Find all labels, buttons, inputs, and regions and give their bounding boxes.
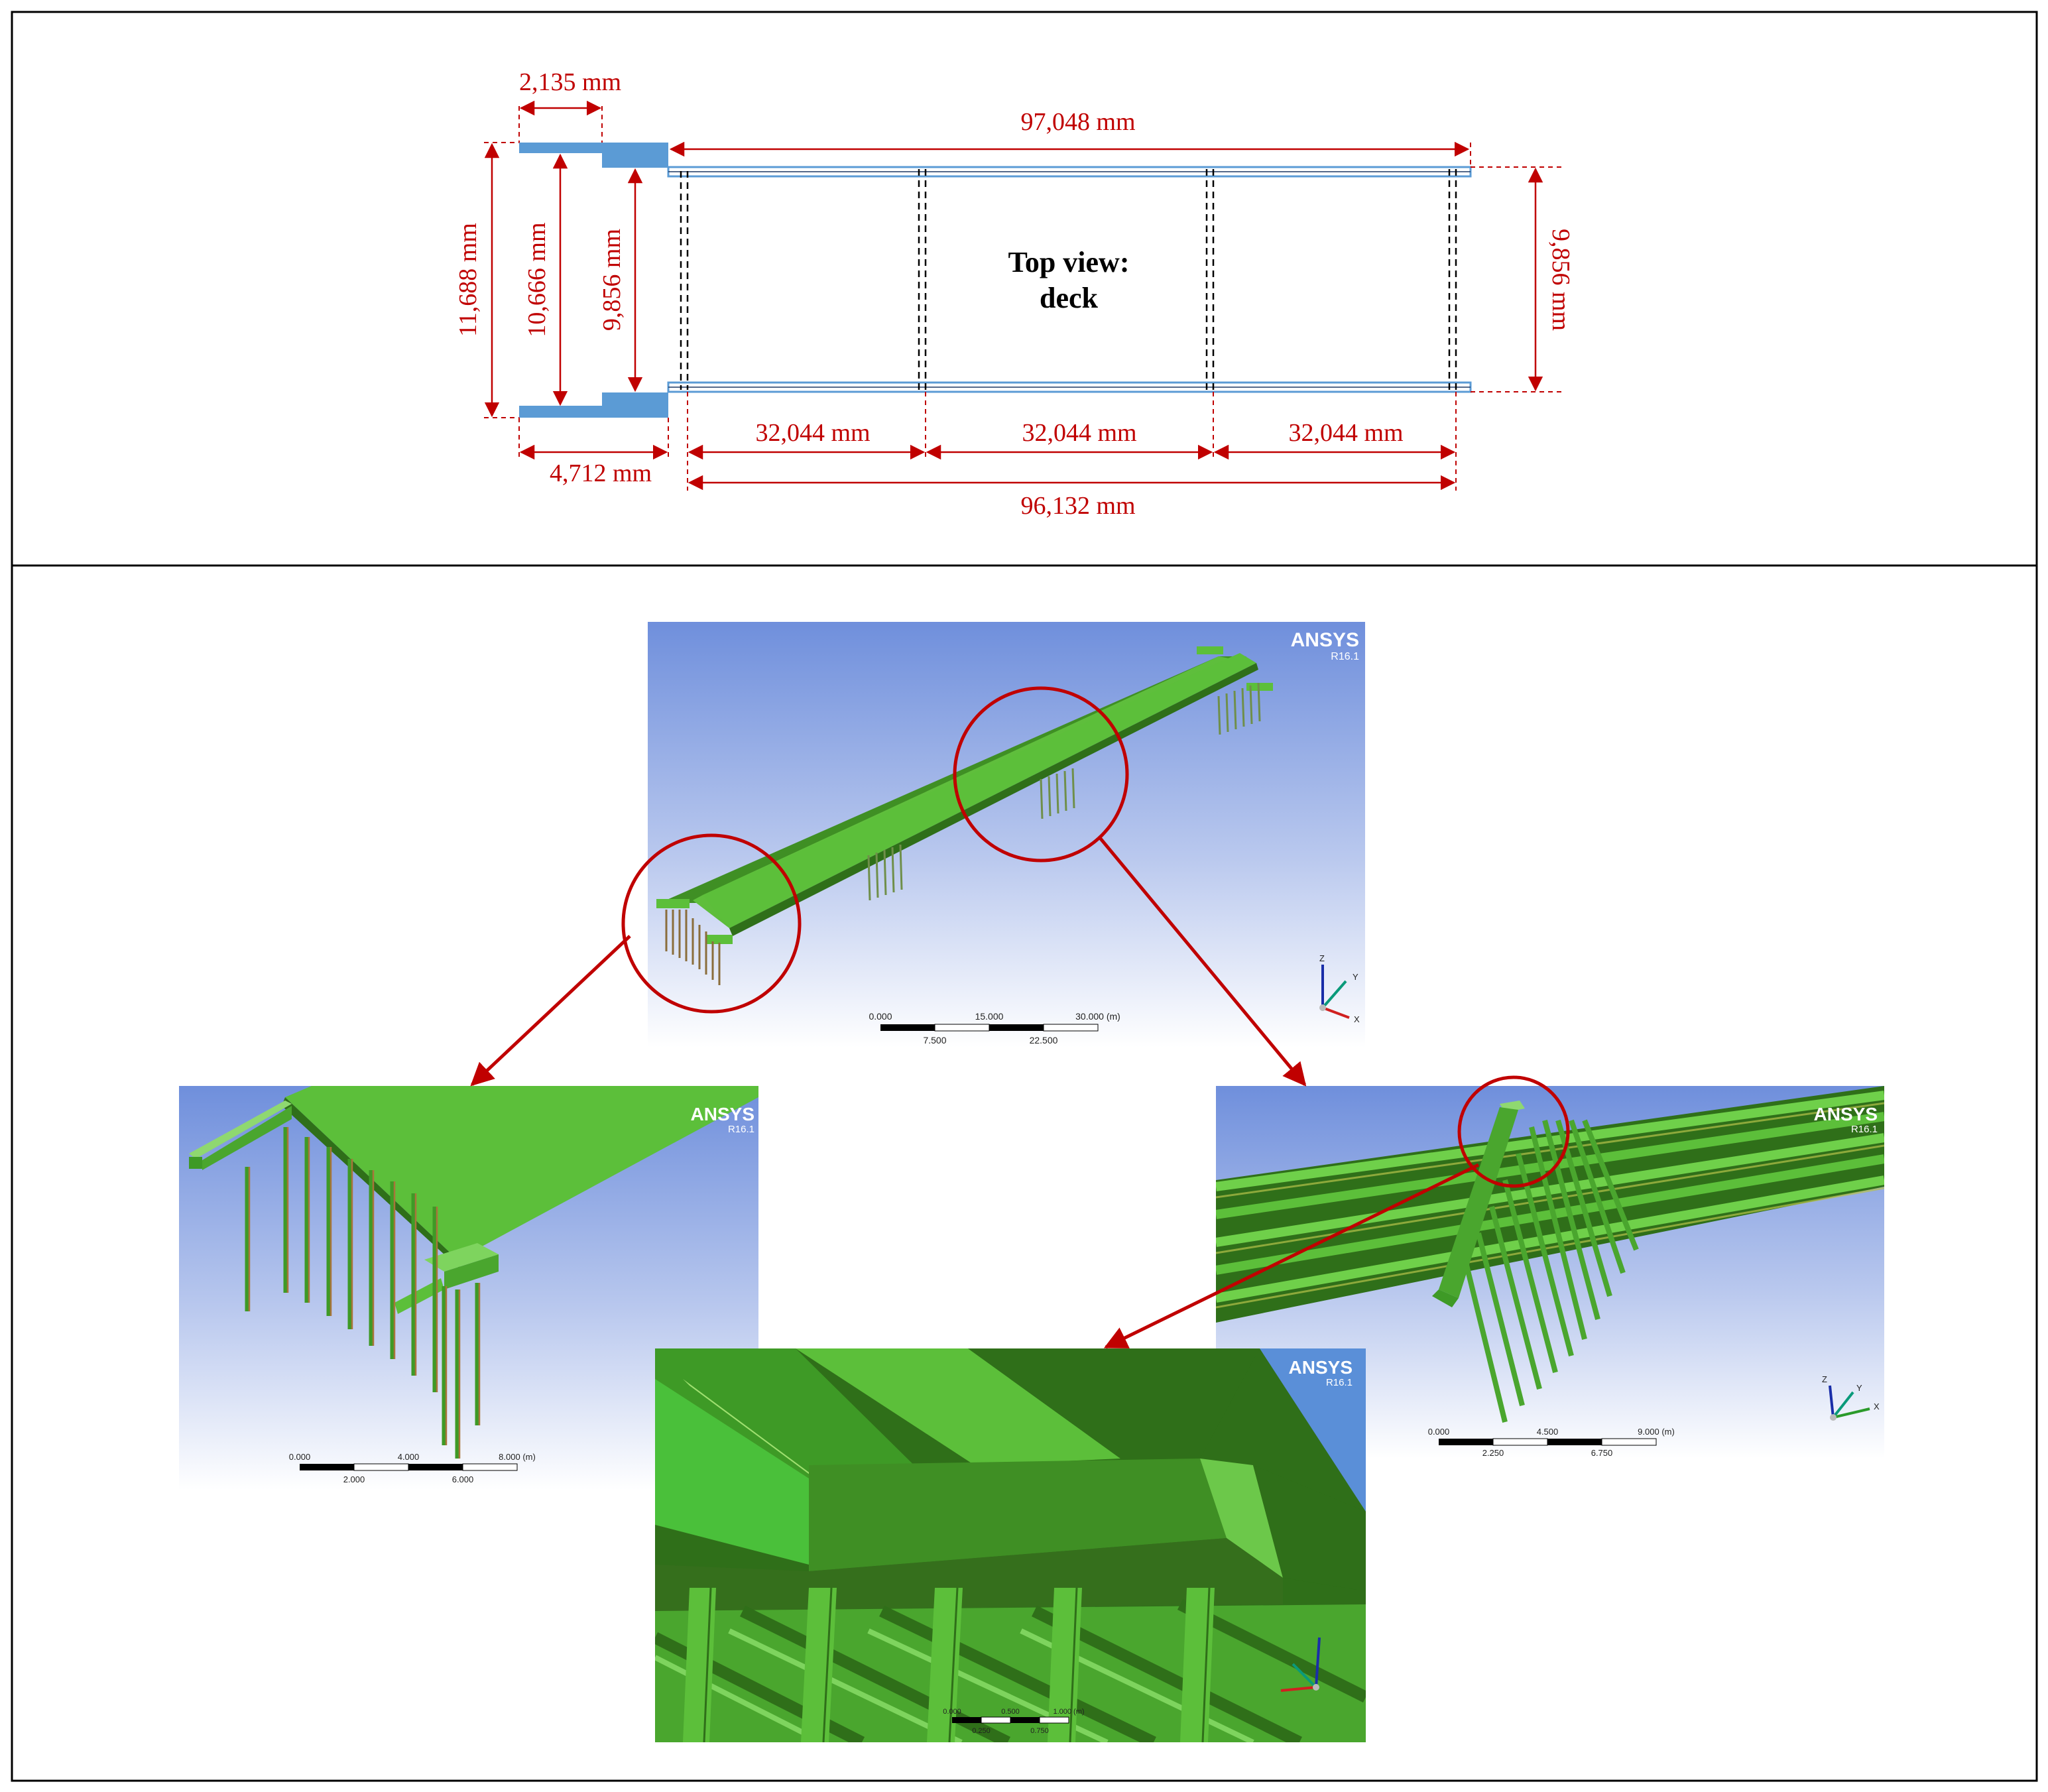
top-view-label-deck: deck (1040, 282, 1099, 314)
detail-model-panel: ANSYS R16.1 0.000 0.500 1.000 (m) 0.250 … (655, 1348, 1366, 1742)
scale-bar: 0.000 4.500 9.000 (m) 2.250 6.750 (1428, 1427, 1675, 1458)
ansys-version: R16.1 (1851, 1124, 1878, 1135)
svg-text:0.000: 0.000 (943, 1708, 961, 1716)
dim-97048: 97,048 mm (1020, 108, 1135, 136)
callout-arrow-detail (1103, 1163, 1480, 1349)
ansys-logo: ANSYS (1814, 1104, 1878, 1124)
abutment-wing-top (519, 143, 603, 153)
svg-text:8.000 (m): 8.000 (m) (499, 1452, 536, 1462)
dim-11688: 11,688 mm (454, 223, 482, 337)
axis-triad: Z Y X (1319, 953, 1360, 1024)
svg-text:22.500: 22.500 (1030, 1035, 1058, 1045)
dim-9856-right: 9,856 mm (1547, 229, 1575, 331)
svg-text:Y: Y (1856, 1383, 1862, 1393)
dim-32044-b: 32,044 mm (1022, 419, 1136, 447)
dim-96132: 96,132 mm (1020, 492, 1135, 520)
scale-bar: 0.000 4.000 8.000 (m) 2.000 6.000 (289, 1452, 536, 1484)
callouts (470, 686, 1570, 1349)
scale-bar: 0.000 0.500 1.000 (m) 0.250 0.750 (943, 1708, 1084, 1735)
svg-text:2.000: 2.000 (343, 1474, 365, 1484)
svg-text:0.500: 0.500 (1001, 1708, 1020, 1716)
ansys-logo: ANSYS (1291, 629, 1359, 651)
axis-triad (1280, 1637, 1321, 1692)
svg-text:2.250: 2.250 (1482, 1448, 1504, 1458)
svg-text:0.250: 0.250 (972, 1727, 991, 1735)
axis-triad: Z Y X (1822, 1374, 1880, 1421)
dim-9856-left: 9,856 mm (598, 229, 626, 331)
svg-text:6.000: 6.000 (452, 1474, 474, 1484)
top-view-drawing: Top view: deck (454, 68, 1575, 520)
ansys-version: R16.1 (1331, 651, 1359, 662)
ansys-logo: ANSYS (1289, 1357, 1353, 1378)
abutment-wing-bottom (519, 406, 603, 418)
svg-text:X: X (1354, 1014, 1360, 1024)
dim-2135: 2,135 mm (519, 68, 621, 96)
pier-lines (680, 169, 1457, 390)
svg-text:0.000: 0.000 (869, 1011, 892, 1022)
dim-32044-a: 32,044 mm (755, 419, 870, 447)
abutment-block-bottom (602, 392, 668, 418)
callout-circle-detail (1457, 1075, 1570, 1188)
svg-text:30.000 (m): 30.000 (m) (1075, 1011, 1120, 1022)
ansys-version: R16.1 (728, 1124, 754, 1135)
svg-text:X: X (1874, 1402, 1880, 1411)
svg-text:Y: Y (1353, 972, 1358, 982)
dim-10666: 10,666 mm (523, 222, 551, 337)
callout-arrow-abutment (470, 935, 631, 1087)
svg-text:6.750: 6.750 (1591, 1448, 1613, 1458)
svg-text:0.000: 0.000 (289, 1452, 311, 1462)
svg-text:9.000 (m): 9.000 (m) (1638, 1427, 1675, 1437)
svg-text:0.000: 0.000 (1428, 1427, 1450, 1437)
scale-bar: 0.000 15.000 30.000 (m) 7.500 22.500 (869, 1011, 1120, 1045)
ansys-version: R16.1 (1326, 1377, 1353, 1388)
svg-text:15.000: 15.000 (975, 1011, 1004, 1022)
callout-arrow-pier (1099, 837, 1307, 1087)
callout-circle-abutment (621, 833, 802, 1014)
svg-text:1.000 (m): 1.000 (m) (1053, 1708, 1084, 1716)
svg-text:4.500: 4.500 (1537, 1427, 1559, 1437)
dim-4712: 4,712 mm (550, 459, 652, 487)
callout-circle-pier (953, 686, 1129, 863)
svg-text:0.750: 0.750 (1030, 1727, 1049, 1735)
overview-model-panel: ANSYS R16.1 0.000 15.000 30.000 (m) 7.50… (648, 622, 1365, 1047)
top-view-label: Top view: (1008, 246, 1130, 278)
abutment-block-top (602, 143, 668, 168)
svg-text:Z: Z (1319, 953, 1325, 963)
svg-text:Z: Z (1822, 1374, 1827, 1384)
ansys-logo: ANSYS (691, 1104, 754, 1124)
outer-frame (11, 11, 2038, 1782)
svg-text:7.500: 7.500 (923, 1035, 946, 1045)
svg-text:4.000: 4.000 (398, 1452, 420, 1462)
dim-32044-c: 32,044 mm (1288, 419, 1403, 447)
